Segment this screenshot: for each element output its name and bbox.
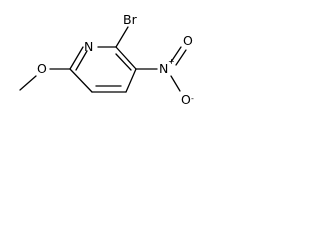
- methoxy-oxygen-atom-label: O: [37, 61, 47, 76]
- bond-nitro-n-o-bottom: [170, 75, 181, 92]
- ring-nitrogen-atom-label: N: [84, 39, 93, 54]
- bond-group: [19, 26, 187, 93]
- nitro-nitrogen-atom-label: N: [159, 61, 168, 76]
- chemical-structure: Br N N + O O - O: [19, 12, 194, 107]
- bond-c2-c3: [115, 46, 137, 70]
- nitro-oxygen-top-label: O: [183, 33, 193, 48]
- bond-nitro-n-o-top-double: [175, 49, 187, 66]
- bond-c3-c4: [125, 68, 137, 93]
- bond-c5-c6: [69, 68, 93, 93]
- bond-c2-c3-inner: [115, 53, 132, 71]
- nitro-plus-charge: +: [168, 57, 175, 66]
- bond-c6-n: [69, 46, 84, 70]
- bond-c2-br: [115, 26, 129, 48]
- nitro-minus-charge: -: [191, 94, 194, 103]
- bond-nitro-n-o-top: [170, 46, 182, 63]
- bond-c6-n-inner: [75, 50, 88, 71]
- bond-o-ch3: [19, 75, 37, 91]
- bromine-atom-label: Br: [123, 12, 138, 27]
- nitro-oxygen-bottom-label: O: [181, 92, 191, 107]
